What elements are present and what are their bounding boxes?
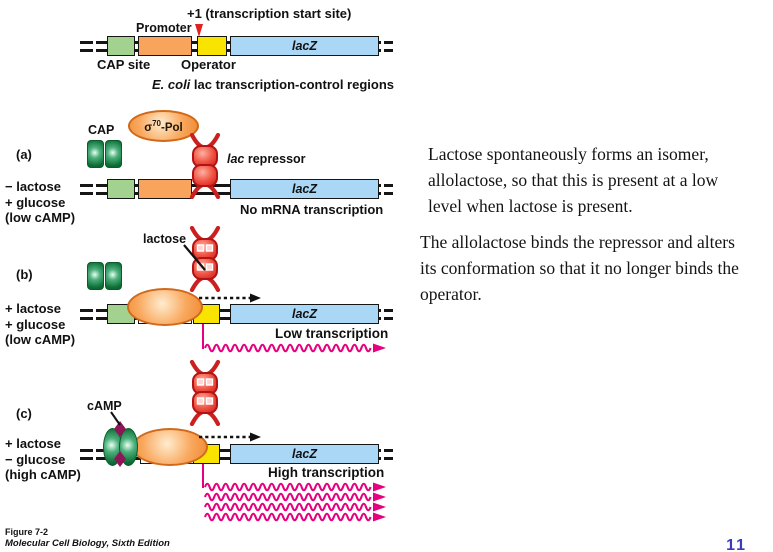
- book-title: Molecular Cell Biology, Sixth Edition: [5, 538, 170, 549]
- cap-protein-label: CAP: [88, 123, 115, 137]
- cap-subunit: [105, 140, 122, 168]
- condition-line: (low cAMP): [5, 332, 76, 347]
- transcription-start-label: +1 (transcription start site): [187, 6, 352, 21]
- dna-rail: [384, 449, 393, 460]
- transcription-direction-arrow: [199, 293, 261, 303]
- start-site-arrow-icon: [195, 24, 203, 37]
- annotation-text: Lactose spontaneously forms an isomer, a…: [420, 141, 773, 307]
- mrna-start-connector: [202, 461, 204, 488]
- lacz-gene-box: lacZ: [230, 444, 379, 464]
- condition-line: (high cAMP): [5, 467, 81, 482]
- section-a-conditions: − lactose + glucose (low cAMP): [5, 179, 75, 226]
- camp-molecule: [114, 421, 126, 437]
- dna-rail: [80, 449, 93, 460]
- cap-subunit: [105, 262, 122, 290]
- lacz-gene-box: lacZ: [230, 36, 379, 56]
- page-number: 11: [726, 537, 747, 552]
- section-b-letter: (b): [16, 267, 33, 282]
- promoter-label: Promoter: [136, 21, 192, 35]
- cap-protein-dimer: [87, 262, 122, 290]
- camp-molecule: [114, 451, 126, 467]
- condition-line: − lactose: [5, 179, 62, 194]
- lactose-pointer-line: [183, 244, 206, 271]
- lac-repressor-free: [188, 359, 222, 427]
- lac-repressor-label: lac repressor: [227, 152, 306, 166]
- caption-rest: lac transcription-control regions: [190, 77, 394, 92]
- cap-site-box: [107, 36, 135, 56]
- dna-rail: [384, 41, 393, 52]
- repressor-label-italic: lac: [227, 152, 245, 166]
- condition-line: + lactose: [5, 301, 62, 316]
- camp-pointer-line: [110, 411, 121, 426]
- section-c-conditions: + lactose − glucose (high cAMP): [5, 436, 81, 483]
- sigma-exponent: 70: [152, 118, 162, 128]
- paragraph-1: Lactose spontaneously forms an isomer, a…: [420, 141, 773, 219]
- dna-rail: [384, 309, 393, 320]
- cap-protein-dimer: [87, 140, 122, 168]
- cap-site-label: CAP site: [97, 57, 151, 72]
- section-a-letter: (a): [16, 147, 32, 162]
- paragraph-2: The allolactose binds the repressor and …: [420, 229, 773, 307]
- condition-line: + lactose: [5, 436, 62, 451]
- condition-line: − glucose: [5, 451, 66, 467]
- lac-repressor-bound: [188, 132, 222, 200]
- promoter-box: [138, 179, 192, 199]
- pol-suffix: -Pol: [161, 121, 183, 134]
- mrna-start-connector: [202, 321, 204, 349]
- lacz-gene-box: lacZ: [230, 179, 379, 199]
- section-c-letter: (c): [16, 406, 32, 421]
- section-c-status: High transcription: [268, 465, 385, 480]
- sigma-glyph: σ: [144, 121, 153, 134]
- mrna-wavy-line: [204, 343, 386, 353]
- text-line: its conformation so that it no longer bi…: [420, 258, 739, 278]
- condition-line: + glucose: [5, 194, 66, 210]
- mrna-transcripts-high: [203, 478, 389, 522]
- condition-line: (low cAMP): [5, 210, 76, 225]
- mrna-wavy-line: [204, 512, 386, 522]
- lacz-gene-label: lacZ: [291, 182, 317, 196]
- operator-box: [197, 36, 227, 56]
- text-line: level when lactose is present.: [428, 196, 633, 216]
- mrna-wavy-line: [204, 482, 386, 492]
- mrna-wavy-line: [204, 492, 386, 502]
- cap-subunit: [87, 262, 104, 290]
- operator-label: Operator: [181, 57, 236, 72]
- dna-rail: [384, 184, 393, 195]
- rna-polymerase: [132, 428, 208, 466]
- caption-species: E. coli: [152, 77, 191, 92]
- lacz-gene-label: lacZ: [291, 39, 317, 53]
- section-b-status: Low transcription: [275, 326, 389, 341]
- text-line: operator.: [420, 284, 482, 304]
- text-line: The allolactose binds the repressor and …: [420, 232, 735, 252]
- text-line: allolactose, so that this is present at …: [428, 170, 719, 190]
- promoter-box: [138, 36, 192, 56]
- sigma70-pol-label: σ70-Pol: [144, 119, 183, 134]
- cap-subunit: [87, 140, 104, 168]
- rna-polymerase: [127, 288, 203, 326]
- dna-rail: [80, 184, 93, 195]
- sigma70-polymerase: σ70-Pol: [128, 110, 199, 142]
- top-caption: E. coli lac transcription-control region…: [152, 77, 394, 92]
- camp-label: cAMP: [87, 399, 122, 413]
- lactose-label: lactose: [143, 232, 187, 246]
- transcription-direction-arrow: [199, 432, 261, 442]
- section-b-conditions: + lactose + glucose (low cAMP): [5, 301, 75, 348]
- dna-rail: [80, 41, 93, 52]
- section-a-status: No mRNA transcription: [240, 202, 384, 217]
- lacz-gene-box: lacZ: [230, 304, 379, 324]
- cap-site-box: [107, 179, 135, 199]
- lacz-gene-label: lacZ: [291, 447, 317, 461]
- condition-line: + glucose: [5, 316, 66, 332]
- lacz-gene-label: lacZ: [291, 307, 317, 321]
- figure-number: Figure 7-2: [5, 527, 49, 537]
- dna-rail: [80, 309, 93, 320]
- mrna-transcripts-low: [203, 339, 389, 353]
- repressor-label-rest: repressor: [244, 152, 306, 166]
- mrna-wavy-line: [204, 502, 386, 512]
- text-line: Lactose spontaneously forms an isomer,: [428, 144, 709, 164]
